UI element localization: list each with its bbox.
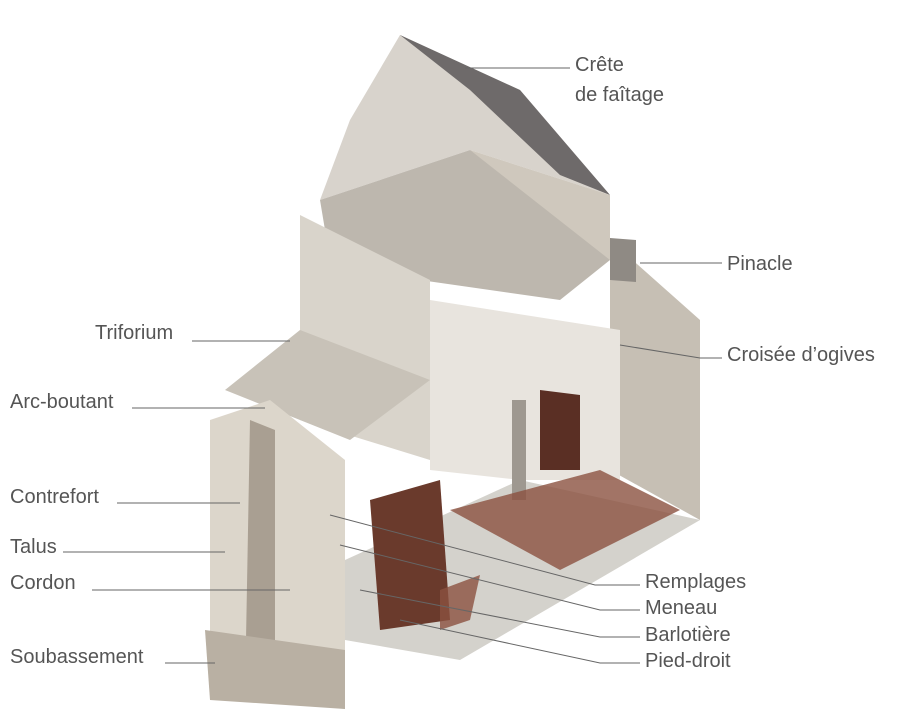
label-crete-de-faitage: Crête de faîtage [575,53,664,107]
leader-lines [63,67,722,664]
label-talus: Talus [10,536,57,558]
roof-slates [400,35,610,195]
label-croisee-dogives: Croisée d’ogives [727,344,875,366]
label-cordon: Cordon [10,572,76,594]
label-pinacle: Pinacle [727,253,793,275]
door [540,390,580,470]
left-aisle-roof [225,330,430,440]
roof [320,35,610,200]
chairs-left [440,575,480,630]
buttress-wall [210,400,345,709]
label-contrefort: Contrefort [10,486,99,508]
pinnacle [610,238,636,282]
column [512,400,526,500]
label-pied-droit: Pied-droit [645,650,731,672]
label-crete-line2: de faîtage [575,84,664,106]
label-arc-boutant: Arc-boutant [10,391,114,413]
pulpit [370,480,450,630]
label-crete-line1: Crête [575,54,624,76]
label-triforium: Triforium [95,322,174,344]
plinth [205,630,345,709]
buttress [245,420,275,700]
chairs-right [450,470,680,570]
label-remplages: Remplages [645,571,747,593]
label-barlotiere: Barlotière [645,624,731,646]
label-soubassement: Soubassement [10,646,144,668]
right-wall [610,240,700,520]
label-meneau: Meneau [645,597,718,619]
